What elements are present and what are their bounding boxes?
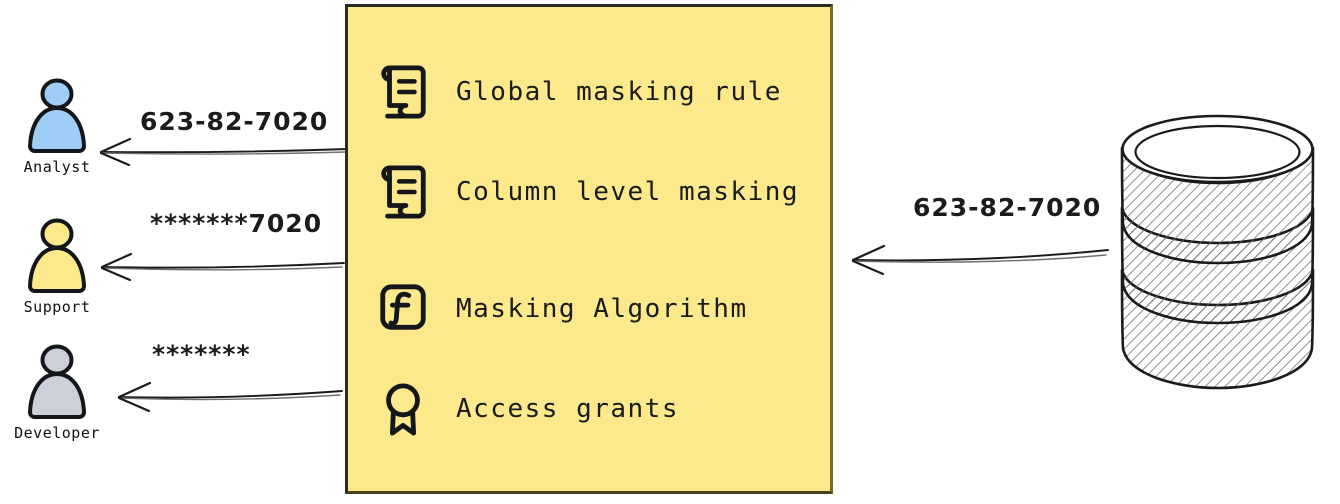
actor-label: Analyst — [23, 158, 91, 176]
database-cylinder-icon — [1120, 114, 1315, 390]
actor-analyst: Analyst — [2, 78, 112, 176]
arrow-to-analyst — [99, 137, 349, 167]
scroll-icon — [381, 165, 426, 219]
person-icon — [28, 78, 86, 153]
arrow-to-developer — [117, 381, 343, 413]
award-icon — [386, 383, 420, 436]
person-icon — [28, 218, 86, 293]
actor-developer: Developer — [2, 344, 112, 442]
actor-label: Support — [23, 298, 91, 316]
actor-label: Developer — [14, 424, 100, 442]
arrow-to-support — [100, 252, 345, 282]
actor-support: Support — [2, 218, 112, 316]
policy-item-label: Global masking rule — [456, 77, 782, 107]
arrow-label-support: *******7020 — [150, 209, 323, 238]
policy-item-access-grants[interactable]: Access grants — [376, 380, 679, 438]
policy-item-masking-algorithm[interactable]: Masking Algorithm — [376, 280, 748, 338]
policy-panel: Global masking rule Column level masking… — [345, 4, 833, 494]
policy-item-global-masking-rule[interactable]: Global masking rule — [376, 63, 782, 121]
policy-item-label: Column level masking — [456, 177, 800, 207]
scroll-icon — [381, 65, 426, 119]
function-icon — [380, 284, 426, 330]
arrow-label-developer: ******* — [152, 340, 251, 369]
arrow-label-analyst: 623-82-7020 — [140, 107, 329, 136]
policy-item-label: Masking Algorithm — [456, 294, 748, 324]
policy-item-label: Access grants — [456, 394, 679, 424]
arrow-database-to-panel — [851, 244, 1109, 276]
policy-item-column-level-masking[interactable]: Column level masking — [376, 163, 799, 221]
person-icon — [28, 344, 86, 419]
arrow-label-database: 623-82-7020 — [913, 193, 1102, 222]
